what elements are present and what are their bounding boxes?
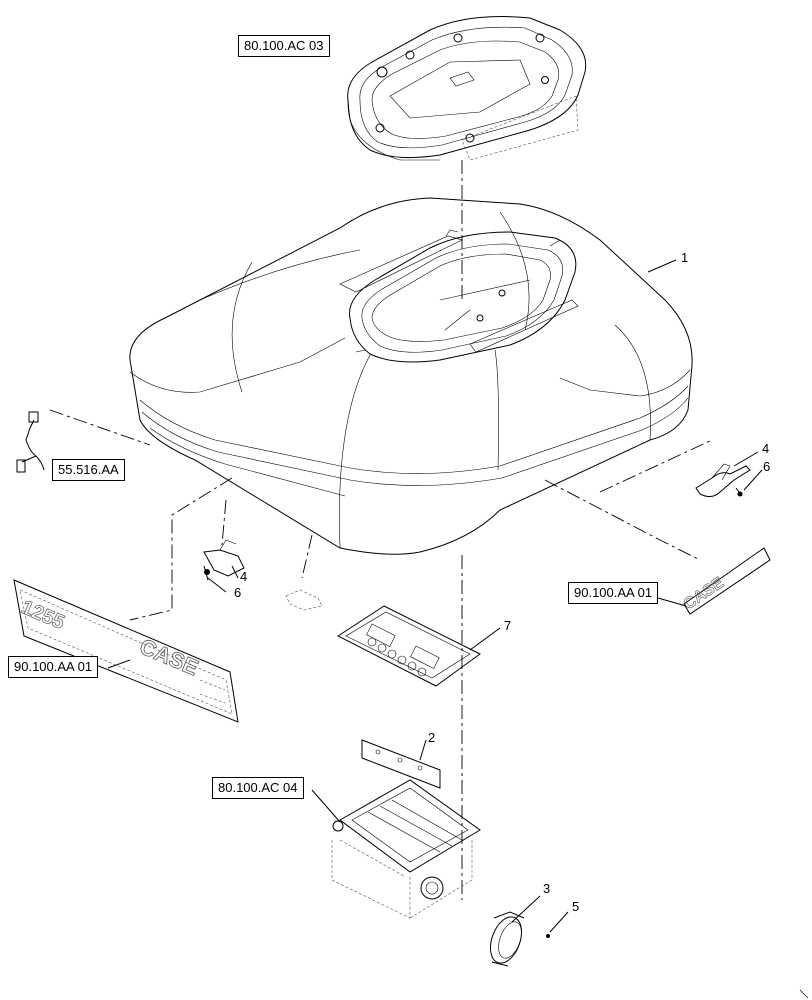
decal-brand-left-text: CASE bbox=[136, 634, 202, 681]
callout-6-right: 6 bbox=[763, 459, 771, 474]
dash-left-bracket bbox=[221, 499, 227, 546]
bracket-ghost bbox=[285, 589, 323, 611]
callout-4-right: 4 bbox=[762, 441, 770, 456]
dash-right-bracket bbox=[599, 439, 713, 493]
lid-plate bbox=[337, 605, 481, 687]
right-decal: CASE bbox=[680, 547, 771, 615]
leader-decal-left bbox=[107, 659, 131, 669]
leader-7 bbox=[469, 627, 501, 651]
left-bracket bbox=[203, 539, 245, 581]
callout-1: 1 bbox=[681, 250, 689, 265]
ref-decal-left[interactable]: 90.100.AA 01 bbox=[8, 656, 99, 678]
decal-model-text: 1255 bbox=[18, 596, 68, 634]
leader-5 bbox=[549, 911, 569, 933]
plate-part bbox=[361, 739, 441, 789]
leader-ac04 bbox=[311, 789, 341, 823]
leader-3 bbox=[511, 895, 541, 923]
top-hatch-assembly bbox=[347, 16, 587, 161]
dash-right-decal bbox=[544, 479, 701, 561]
leader-2 bbox=[419, 739, 427, 761]
callout-6-left: 6 bbox=[234, 585, 242, 600]
ref-hatch-bottom[interactable]: 80.100.AC 04 bbox=[212, 777, 304, 799]
tank-body bbox=[129, 197, 693, 555]
leader-6-right bbox=[743, 469, 763, 491]
leader-decal-right bbox=[657, 597, 687, 607]
ref-hatch-top[interactable]: 80.100.AC 03 bbox=[238, 35, 330, 57]
callout-3: 3 bbox=[543, 881, 551, 896]
ref-decal-right[interactable]: 90.100.AA 01 bbox=[568, 582, 659, 604]
callout-7: 7 bbox=[504, 618, 512, 633]
harness-line bbox=[49, 409, 151, 446]
dash-left-decal bbox=[129, 477, 233, 621]
harness-part bbox=[16, 411, 45, 473]
ref-harness[interactable]: 55.516.AA bbox=[52, 459, 125, 481]
leader-4-right bbox=[733, 451, 759, 467]
bottom-hatch-assembly bbox=[331, 779, 481, 919]
callout-5: 5 bbox=[572, 899, 580, 914]
adapter-part bbox=[489, 911, 525, 967]
right-bracket bbox=[695, 463, 751, 498]
dash-left-bracket-b bbox=[301, 534, 313, 579]
screw-5 bbox=[546, 934, 550, 938]
leader-1 bbox=[647, 259, 677, 273]
leader-6-left bbox=[207, 577, 227, 593]
callout-4-left: 4 bbox=[240, 569, 248, 584]
leader-4-left bbox=[231, 565, 239, 579]
callout-2: 2 bbox=[428, 730, 436, 745]
left-decal: 1255 CASE bbox=[13, 579, 239, 723]
